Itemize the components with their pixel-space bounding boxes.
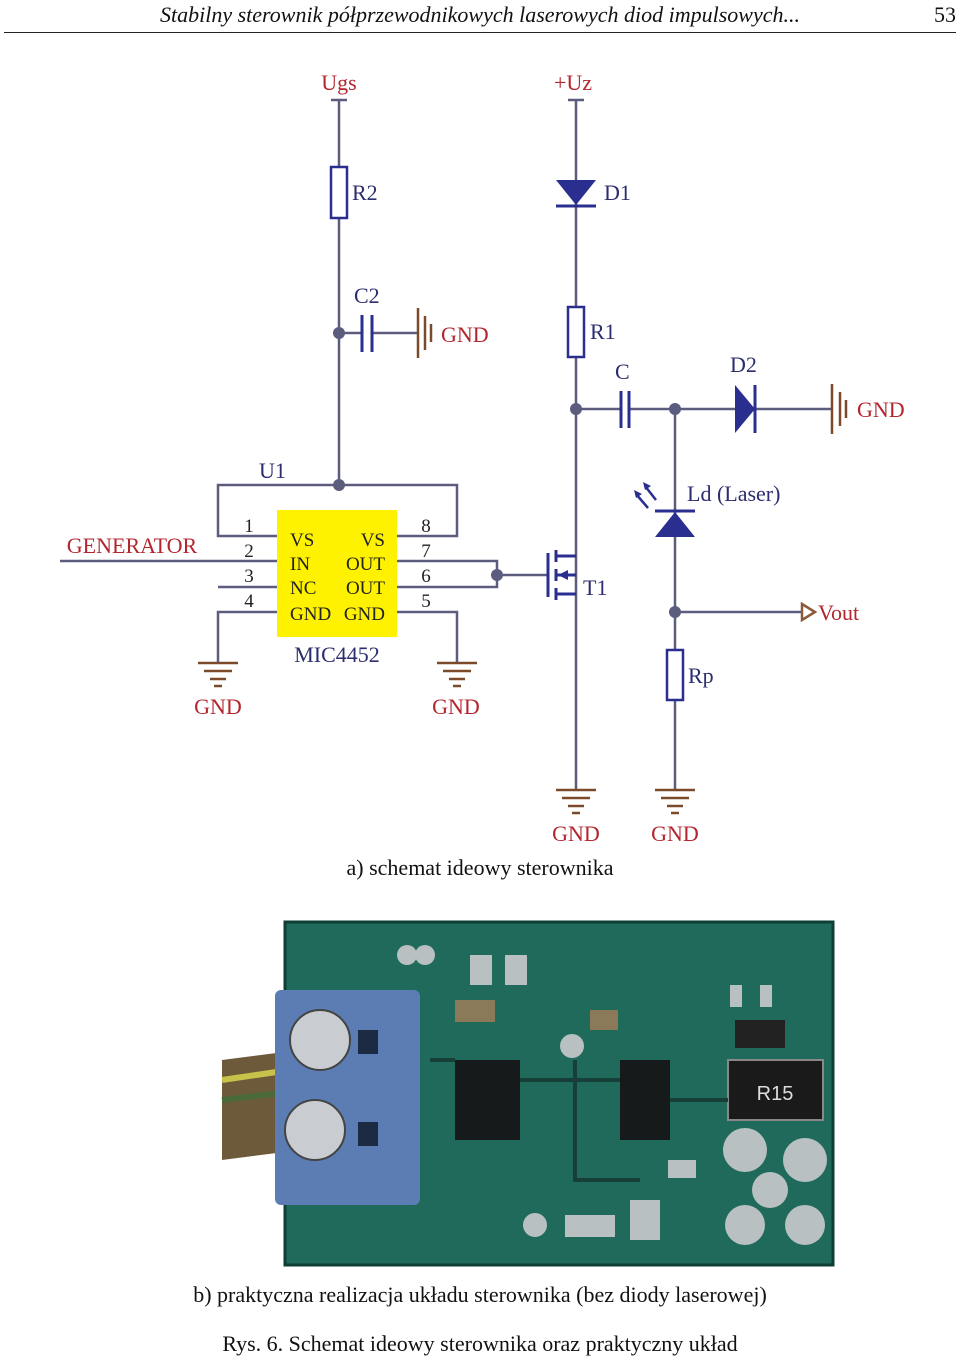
laser-diode-ld [634,482,695,537]
header-rule [4,32,956,33]
pin-number: 6 [421,566,431,587]
pin-name: GND [290,604,331,625]
pin-name: VS [290,530,314,551]
label-c: C [615,359,630,384]
pin-name: VS [361,530,385,551]
net-label-gnd: GND [441,322,489,347]
net-label-uz: +Uz [554,70,592,95]
net-label-gnd: GND [552,821,600,846]
label-c2: C2 [354,283,380,308]
label-t1: T1 [583,575,607,600]
pcb-photo: R15 [221,920,835,1267]
mosfet-t1 [546,550,576,600]
capacitor-c [619,391,631,428]
page-header: Stabilny sterownik półprzewodnikowych la… [0,0,960,34]
label-u1: U1 [259,458,286,483]
label-d2: D2 [730,352,757,377]
label-r1: R1 [590,319,616,344]
label-d1: D1 [604,180,631,205]
page-number: 53 [934,2,956,27]
label-rp: Rp [688,663,714,688]
pin-name: OUT [346,554,385,575]
diode-d2 [735,385,757,433]
pin-name: NC [290,578,316,599]
net-label-generator: GENERATOR [67,533,198,558]
pin-number: 7 [421,541,431,562]
ic-mic4452 [277,510,397,637]
ground-icon [416,308,433,358]
net-label-gnd: GND [857,397,905,422]
schematic-caption: a) schemat ideowy sterownika [346,855,614,880]
pin-name: OUT [346,578,385,599]
resistor-rp [665,648,685,702]
label-ld: Ld (Laser) [687,481,780,506]
output-arrow-icon [800,601,818,623]
photo-caption: b) praktyczna realizacja układu sterowni… [193,1282,767,1307]
pin-number: 3 [244,566,254,587]
pin-number: 8 [421,516,431,537]
net-label-ugs: Ugs [321,70,356,95]
pin-number: 4 [244,591,254,612]
pin-name: GND [344,604,385,625]
label-ic: MIC4452 [294,642,380,667]
diode-d1 [556,180,596,208]
ic-pins-right: VS OUT OUT GND 8 7 6 5 [344,516,431,625]
figure-caption: Rys. 6. Schemat ideowy sterownika oraz p… [222,1331,738,1356]
mosfet-arrow-icon [558,570,568,580]
net-label-gnd: GND [651,821,699,846]
net-label-gnd: GND [432,694,480,719]
junction-nodes [333,327,681,618]
wires [60,98,832,790]
capacitor-c2 [360,315,374,352]
pin-name: IN [290,554,310,575]
pin-number: 5 [421,591,431,612]
resistor-r2 [329,165,349,220]
net-label-vout: Vout [818,600,859,625]
resistor-marking: R15 [757,1083,794,1105]
label-r2: R2 [352,180,378,205]
pin-number: 2 [244,541,254,562]
ic-pins-left: VS IN NC GND 1 2 3 4 [244,516,331,625]
resistor-r1 [566,305,586,359]
net-label-gnd: GND [194,694,242,719]
ground-icons [198,661,695,815]
pin-number: 1 [244,516,254,537]
ground-icon [830,384,848,434]
running-title: Stabilny sterownik półprzewodnikowych la… [160,2,800,27]
